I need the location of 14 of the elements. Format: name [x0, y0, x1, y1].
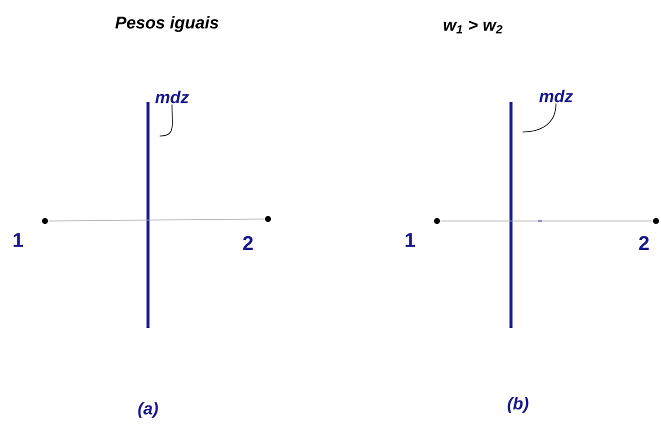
point-label: 2 [639, 236, 649, 250]
panel-title: Pesos iguais [115, 16, 218, 32]
panel-label: (a) [138, 402, 158, 418]
panel-label: (b) [508, 397, 528, 413]
panel-title: w$_{1}$ > w$_{2}$ [444, 20, 502, 34]
leader-line [159, 104, 173, 136]
leader-line [522, 103, 556, 132]
point-label: 1 [14, 233, 24, 247]
line-label: mdz [155, 90, 189, 104]
line-label: mdz [539, 90, 573, 102]
point-label: 1 [406, 233, 415, 247]
point-label: 2 [243, 236, 253, 250]
connecting-line [440, 220, 654, 222]
connecting-line [48, 218, 266, 222]
